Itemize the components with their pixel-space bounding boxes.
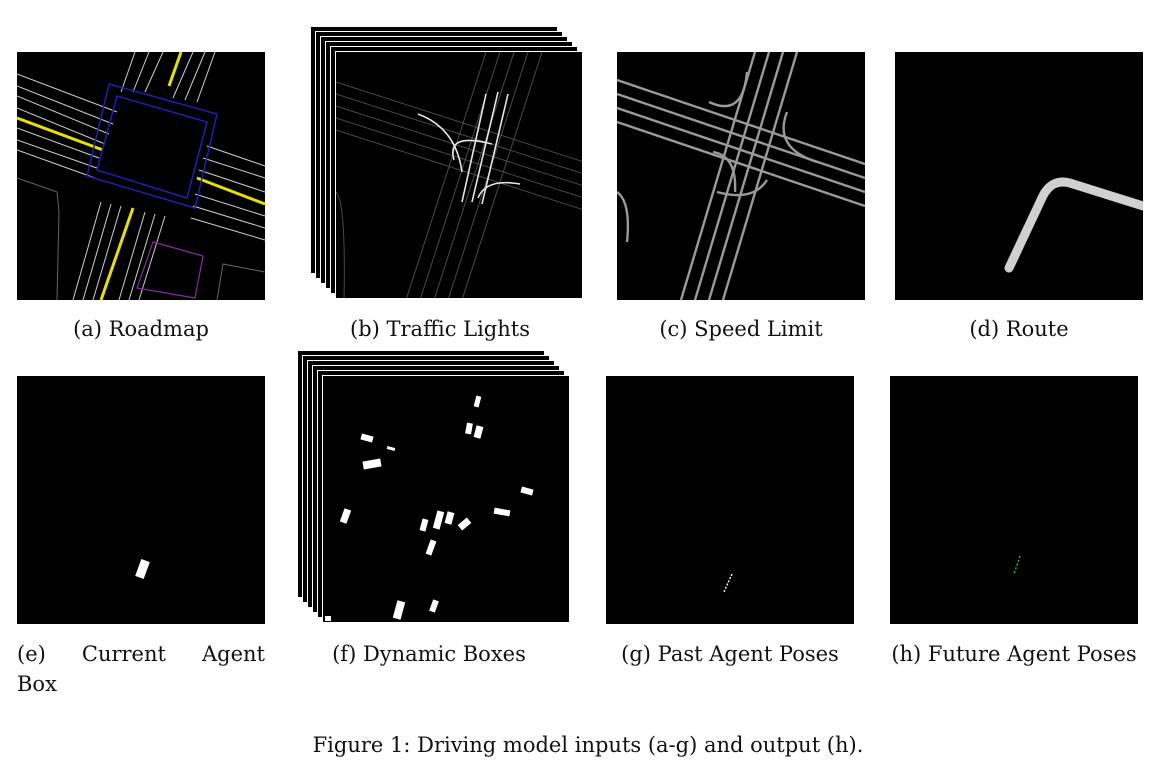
roadmap-image	[17, 52, 265, 300]
current-agent-box-image	[17, 376, 265, 624]
past-agent-poses-image	[606, 376, 854, 624]
figure-caption: Figure 1: Driving model inputs (a-g) and…	[312, 733, 864, 757]
dynamic-boxes-image	[322, 375, 570, 623]
caption-past-agent-poses: (g) Past Agent Poses	[621, 642, 839, 666]
speed-limit-image	[617, 52, 865, 300]
caption-word: (e)	[17, 642, 46, 666]
caption-speed-limit: (c) Speed Limit	[659, 317, 823, 341]
route-image	[895, 52, 1143, 300]
caption-roadmap: (a) Roadmap	[73, 317, 209, 341]
caption-future-agent-poses: (h) Future Agent Poses	[891, 642, 1137, 666]
caption-word: Current	[81, 642, 166, 666]
traffic-lights-image	[335, 51, 583, 299]
caption-dynamic-boxes: (f) Dynamic Boxes	[332, 642, 526, 666]
future-agent-poses-image	[890, 376, 1138, 624]
caption-line2: Box	[17, 672, 57, 696]
caption-traffic-lights: (b) Traffic Lights	[350, 317, 530, 341]
caption-route: (d) Route	[969, 317, 1069, 341]
caption-current-agent-box: (e) Current Agent Box	[17, 639, 265, 699]
caption-word: Agent	[201, 642, 265, 666]
